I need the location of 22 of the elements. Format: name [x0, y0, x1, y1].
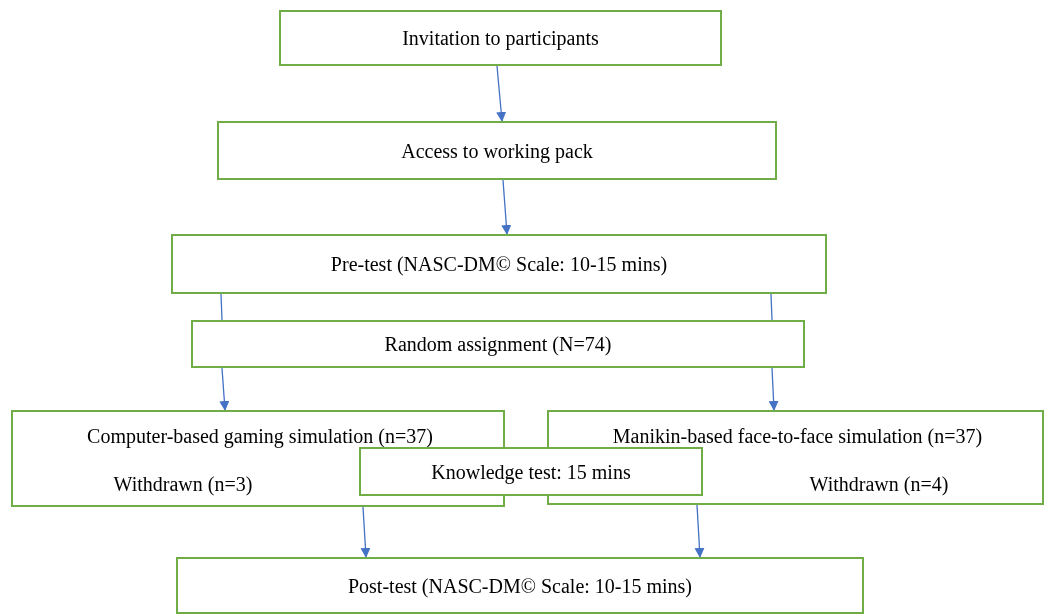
box-text: Manikin-based face-to-face simulation (n=37) — [611, 424, 984, 448]
box-text: Pre-test (NASC-DM© Scale: 10-15 mins) — [330, 252, 668, 276]
process-box — [171, 234, 827, 294]
process-box — [191, 320, 805, 368]
arrow — [496, 65, 507, 122]
process-box — [279, 10, 722, 66]
arrow — [219, 367, 230, 411]
box-text: Invitation to participants — [402, 26, 599, 50]
process-box — [176, 557, 864, 614]
box-text: Withdrawn (n=3) — [112, 472, 254, 496]
box-text: Computer-based gaming simulation (n=37) — [86, 424, 434, 448]
box-text: Withdrawn (n=4) — [808, 472, 950, 496]
arrow — [694, 504, 705, 558]
box-text: Knowledge test: 15 mins — [431, 459, 631, 484]
arrow — [360, 506, 371, 558]
box-text: Access to working pack — [401, 138, 593, 163]
box-text: Random assignment (N=74) — [384, 332, 612, 356]
arrow — [501, 179, 512, 235]
arrow — [768, 367, 779, 411]
process-box — [217, 121, 777, 180]
box-text: Post-test (NASC-DM© Scale: 10-15 mins) — [347, 573, 693, 598]
process-box — [359, 447, 703, 496]
